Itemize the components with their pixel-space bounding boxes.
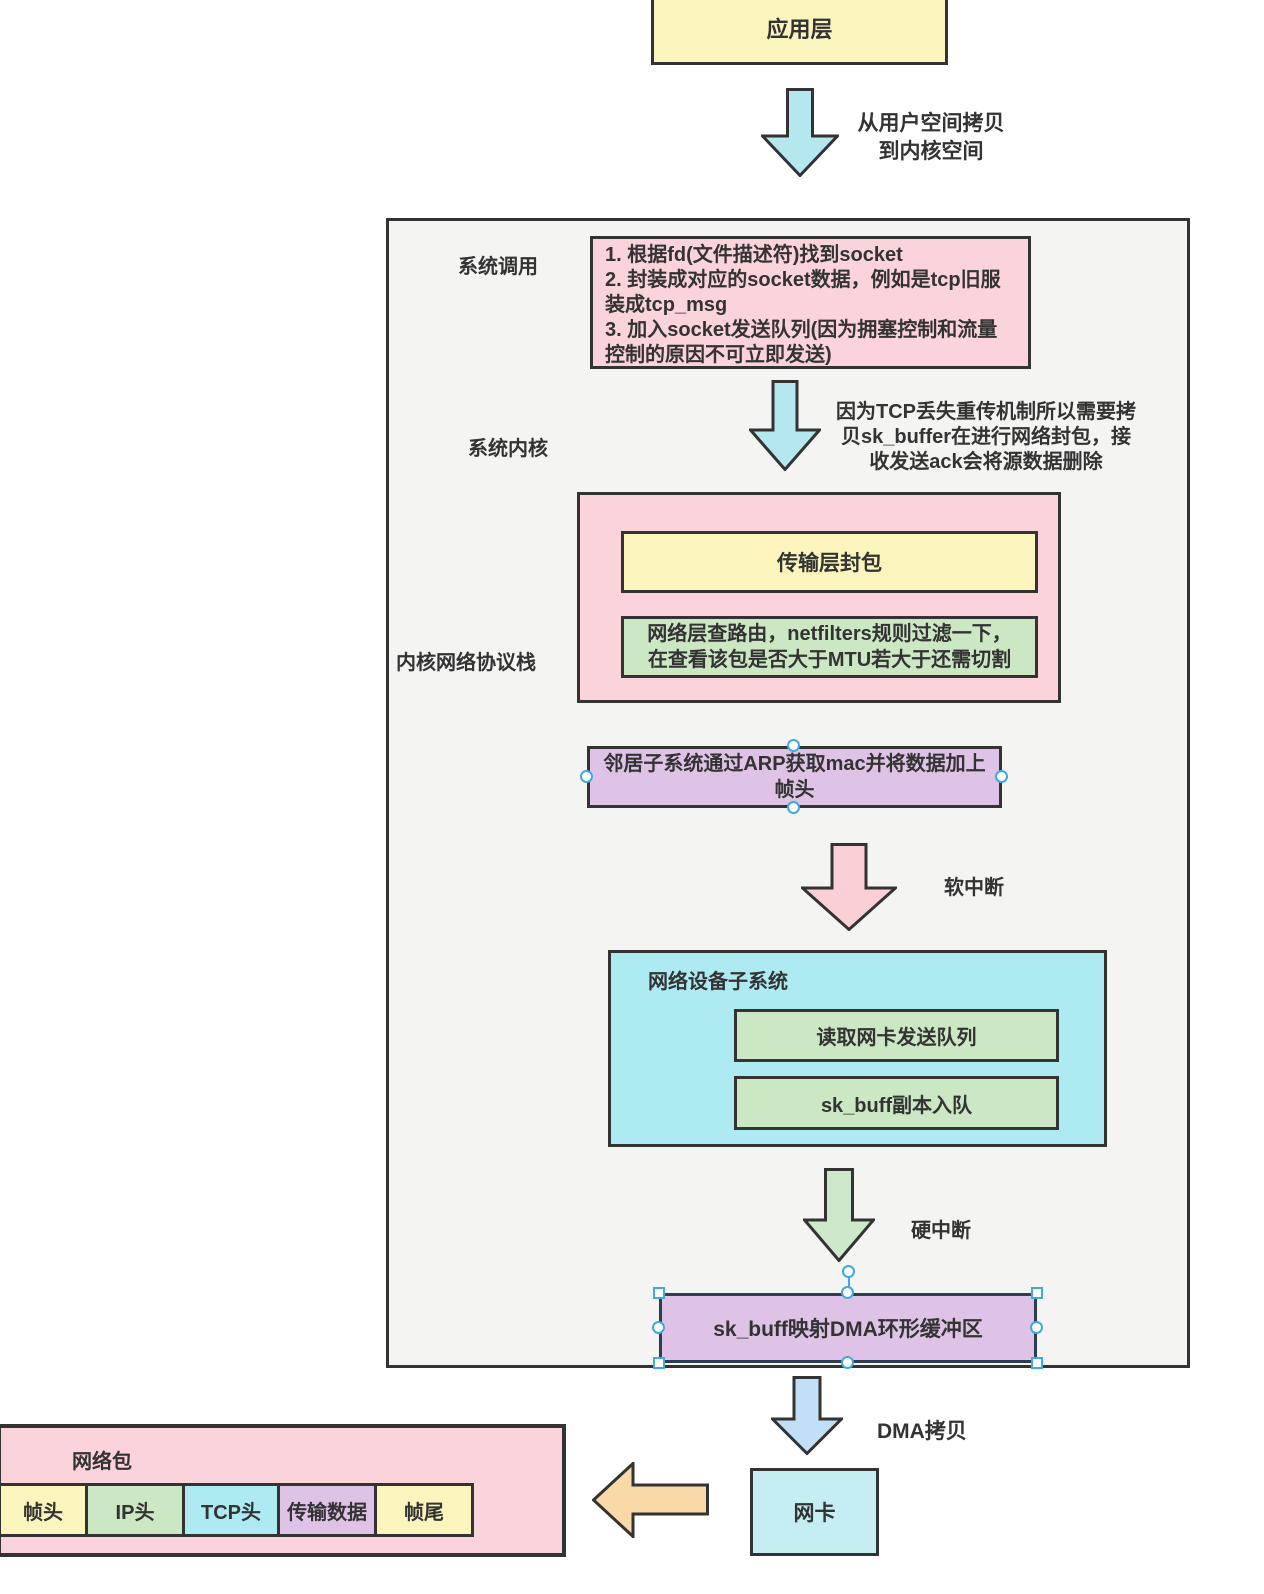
skbuffer-copy-arrow-label[interactable]: 因为TCP丢失重传机制所以需要拷 贝sk_buffer在进行网络封包，接 收发送… (836, 401, 1136, 473)
connection-handle-top[interactable] (787, 739, 800, 752)
connection-handle-right[interactable] (995, 770, 1008, 783)
selection-handle-left-center[interactable] (652, 1321, 665, 1334)
user-to-kernel-arrow-label[interactable]: 从用户空间拷贝 到内核空间 (857, 112, 1005, 163)
segment-label: 帧尾 (404, 1501, 444, 1524)
nic-node[interactable]: 网卡 (750, 1468, 879, 1556)
read-nic-queue-node[interactable]: 读取网卡发送队列 (734, 1009, 1059, 1062)
app-layer-node[interactable]: 应用层 (651, 0, 948, 65)
transport-encap-label: 传输层封包 (777, 552, 882, 575)
skbuff-copy-enqueue-node[interactable]: sk_buff副本入队 (734, 1076, 1059, 1130)
selection-handle-top-center[interactable] (841, 1286, 854, 1299)
softirq-arrow-icon[interactable] (801, 843, 897, 931)
dma-copy-label[interactable]: DMA拷贝 (877, 1420, 967, 1443)
transport-encap-node[interactable]: 传输层封包 (621, 531, 1038, 593)
dma-ring-buffer-label: sk_buff映射DMA环形缓冲区 (713, 1318, 983, 1341)
connection-handle-bottom[interactable] (787, 801, 800, 814)
protocol-stack-label[interactable]: 内核网络协议栈 (396, 652, 536, 674)
packet-segment-tcp-header[interactable]: TCP头 (182, 1483, 280, 1537)
packet-segment-payload[interactable]: 传输数据 (277, 1483, 377, 1537)
packet-segment-ip-header[interactable]: IP头 (85, 1483, 185, 1537)
syscall-label[interactable]: 系统调用 (458, 256, 538, 278)
syscall-steps-node[interactable]: 1. 根据fd(文件描述符)找到socket 2. 封装成对应的socket数据… (590, 236, 1031, 369)
hardirq-arrow-icon[interactable] (803, 1168, 875, 1262)
app-layer-label: 应用层 (766, 16, 833, 42)
network-packet-title: 网络包 (72, 1451, 132, 1473)
syscall-step: 1. 根据fd(文件描述符)找到socket (605, 244, 903, 266)
segment-label: 帧头 (23, 1501, 63, 1524)
selection-handle-bottom-right[interactable] (1031, 1357, 1043, 1369)
read-nic-queue-label: 读取网卡发送队列 (816, 1027, 977, 1049)
softirq-label[interactable]: 软中断 (944, 877, 1004, 899)
dma-ring-buffer-node[interactable]: sk_buff映射DMA环形缓冲区 (659, 1293, 1037, 1363)
skbuffer-copy-arrow-icon[interactable] (749, 380, 821, 471)
syscall-step: 2. 封装成对应的socket数据，例如是tcp旧服装成tcp_msg (605, 269, 1001, 316)
nic-to-packet-arrow-icon[interactable] (592, 1462, 709, 1538)
packet-segment-frame-header[interactable]: 帧头 (0, 1483, 88, 1537)
connection-handle-left[interactable] (580, 770, 593, 783)
packet-segment-frame-tail[interactable]: 帧尾 (374, 1483, 474, 1537)
neighbor-subsystem-node[interactable]: 邻居子系统通过ARP获取mac并将数据加上 帧头 (587, 746, 1002, 808)
network-layer-route-label: 网络层查路由，netfilters规则过滤一下， 在查看该包是否大于MTU若大于… (647, 623, 1012, 671)
segment-label: TCP头 (201, 1501, 261, 1524)
segment-label: 传输数据 (287, 1501, 367, 1524)
syscall-step: 3. 加入socket发送队列(因为拥塞控制和流量控制的原因不可立即发送) (605, 319, 998, 366)
neighbor-subsystem-label: 邻居子系统通过ARP获取mac并将数据加上 帧头 (603, 753, 986, 801)
network-layer-route-node[interactable]: 网络层查路由，netfilters规则过滤一下， 在查看该包是否大于MTU若大于… (621, 616, 1038, 678)
selection-handle-bottom-left[interactable] (653, 1357, 665, 1369)
selection-handle-right-center[interactable] (1030, 1321, 1043, 1334)
selection-handle-top-left[interactable] (653, 1287, 665, 1299)
hardirq-label[interactable]: 硬中断 (911, 1220, 971, 1242)
nic-label: 网卡 (793, 1502, 836, 1525)
skbuff-copy-enqueue-label: sk_buff副本入队 (820, 1094, 973, 1117)
segment-label: IP头 (115, 1501, 155, 1524)
selection-handle-top-right[interactable] (1031, 1287, 1043, 1299)
kernel-label[interactable]: 系统内核 (468, 438, 548, 460)
connection-handle-arrow-tip[interactable] (842, 1265, 855, 1278)
user-to-kernel-arrow-icon[interactable] (761, 88, 839, 177)
dma-copy-arrow-icon[interactable] (771, 1376, 843, 1455)
selection-handle-bottom-center[interactable] (841, 1356, 854, 1369)
net-device-subsystem-title: 网络设备子系统 (648, 971, 788, 993)
edge-connector-line (848, 1272, 850, 1294)
